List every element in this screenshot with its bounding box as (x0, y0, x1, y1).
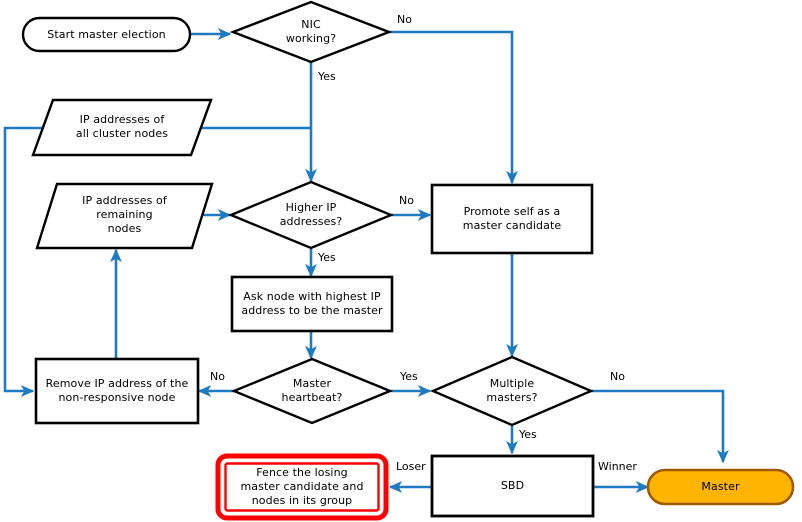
node-ip-all-cluster-nodes[interactable] (31, 98, 213, 157)
edge-label-sbd-loser: Loser (396, 460, 426, 473)
edge-label-nic-no: No (397, 13, 412, 26)
edge-label-sbd-winner: Winner (598, 460, 637, 473)
edge-label-higher-yes: Yes (318, 251, 336, 264)
node-ask-node-highest-ip[interactable] (230, 275, 394, 333)
node-ip-remaining-nodes[interactable] (35, 182, 214, 250)
edge-label-heartbeat-no: No (210, 370, 225, 383)
node-sbd[interactable] (430, 454, 595, 518)
node-master[interactable] (646, 468, 795, 506)
edge-multiple-no-to-master (591, 389, 729, 464)
edge-label-nic-yes: Yes (318, 70, 336, 83)
node-promote-self[interactable] (430, 183, 594, 255)
edge-leftbus-to-removeip (3, 126, 53, 397)
node-multiple-masters[interactable] (429, 355, 595, 427)
edge-label-multiple-no: No (610, 370, 625, 383)
node-start[interactable] (21, 16, 192, 53)
edge-label-multiple-yes: Yes (519, 428, 537, 441)
node-higher-ip-addresses[interactable] (227, 180, 395, 250)
edge-nic-no-to-promote (389, 30, 518, 185)
edge-label-heartbeat-yes: Yes (400, 370, 418, 383)
node-fence-losing-candidate[interactable] (215, 453, 389, 521)
node-nic-working[interactable] (229, 0, 393, 64)
node-master-heartbeat[interactable] (230, 357, 394, 425)
node-remove-ip-address[interactable] (34, 357, 200, 425)
edge-label-higher-no: No (399, 194, 414, 207)
